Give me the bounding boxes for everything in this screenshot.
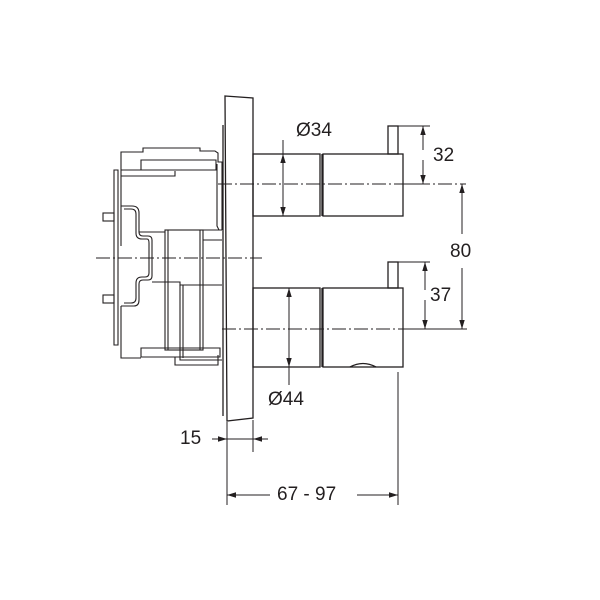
dimension-projection-range: 67 - 97 — [277, 484, 337, 505]
dimension-axis-spacing: 80 — [450, 241, 472, 262]
dimension-lines — [212, 125, 467, 505]
wall-plate — [222, 95, 254, 422]
dimension-lower-diameter: Ø44 — [268, 389, 304, 410]
dimension-lower-lever-height: 37 — [430, 285, 452, 306]
dimension-upper-lever-height: 32 — [433, 145, 455, 166]
valve-body — [102, 147, 223, 366]
lower-handle — [252, 261, 404, 368]
upper-handle — [252, 125, 404, 217]
dimension-upper-diameter: Ø34 — [296, 120, 332, 141]
dimension-plate-thickness: 15 — [180, 428, 202, 449]
